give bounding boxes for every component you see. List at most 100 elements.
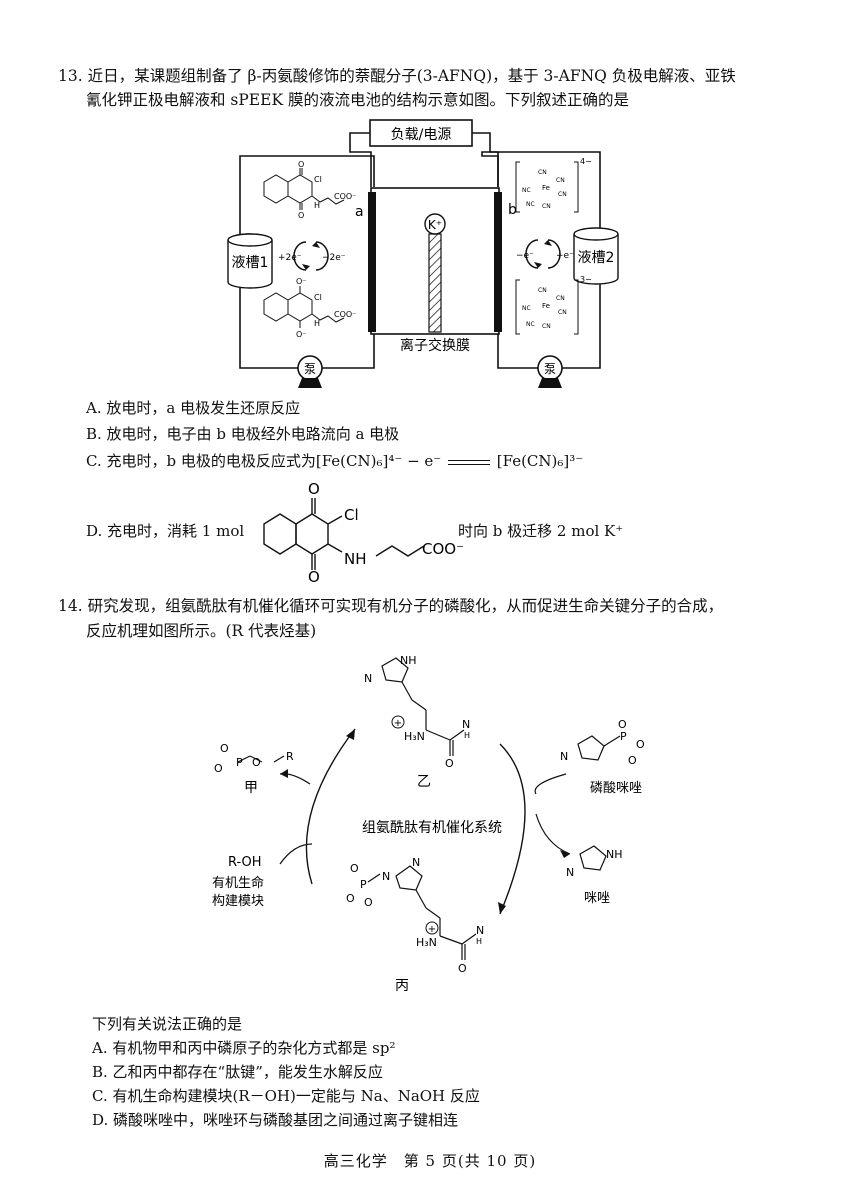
q13-option-c-prefix: C. 充电时，b 电极的电极反应式为	[86, 452, 316, 470]
q13-stem-line1: 13. 近日，某课题组制备了 β-丙氨酸修饰的萘醌分子(3-AFNQ)，基于 3…	[58, 67, 736, 85]
svg-text:N: N	[566, 866, 574, 879]
jia-structure	[237, 755, 285, 763]
svg-text:NH: NH	[344, 550, 367, 568]
svg-text:CN: CN	[542, 323, 551, 330]
svg-text:N: N	[364, 672, 372, 685]
charge-3minus: 3−	[580, 275, 592, 284]
svg-text:O⁻: O⁻	[296, 277, 307, 286]
equals-sign	[447, 459, 490, 465]
svg-text:O: O	[445, 757, 454, 770]
flow-battery-diagram: K⁺ a b 负载/电源 液槽1 液槽2 泵 泵 离子交换膜 +2e⁻ −2e⁻…	[227, 119, 619, 388]
right-plus-label: +e⁻	[556, 251, 574, 261]
imidazole-label: 咪唑	[584, 890, 610, 906]
svg-text:H: H	[476, 937, 482, 946]
svg-text:CN: CN	[556, 295, 565, 302]
load-label: 负载/电源	[391, 127, 452, 143]
svg-text:NH: NH	[606, 848, 623, 861]
phosphoryl-imidazole-structure	[577, 735, 621, 761]
svg-text:O: O	[308, 568, 320, 584]
svg-text:P: P	[360, 878, 367, 891]
q13-option-c-eq1: [Fe(CN)₆]⁴⁻	[315, 452, 403, 470]
svg-text:H: H	[314, 319, 320, 328]
svg-text:Cl: Cl	[314, 175, 322, 184]
svg-text:O: O	[214, 762, 223, 775]
q13-option-d-structure: O O Cl NH COO⁻	[263, 480, 464, 584]
svg-text:O: O	[252, 756, 261, 769]
reduced-afnq-structure	[263, 286, 345, 328]
k-ion-label: K⁺	[428, 218, 442, 232]
svg-text:O: O	[298, 160, 304, 169]
membrane-label: 离子交换膜	[400, 337, 470, 354]
building-block-line1: 有机生命	[212, 875, 264, 891]
right-minus-label: −e⁻	[516, 251, 534, 261]
svg-text:COO⁻: COO⁻	[334, 310, 356, 319]
svg-text:CN: CN	[538, 169, 547, 176]
svg-text:N: N	[560, 750, 568, 763]
svg-text:NC: NC	[526, 321, 535, 328]
svg-text:CN: CN	[558, 309, 567, 316]
q13-option-d-prefix: D. 充电时，消耗 1 mol	[86, 522, 245, 540]
svg-text:Cl: Cl	[314, 293, 322, 302]
svg-text:H: H	[314, 201, 320, 210]
q13-option-b[interactable]: B. 放电时，电子由 b 电极经外电路流向 a 电极	[86, 425, 400, 443]
svg-text:N: N	[382, 870, 390, 883]
q14-option-c[interactable]: C. 有机生命构建模块(R－OH)一定能与 Na、NaOH 反应	[92, 1087, 480, 1105]
svg-text:CN: CN	[538, 287, 547, 294]
svg-text:Fe: Fe	[542, 302, 550, 310]
svg-text:O: O	[346, 892, 355, 905]
arrow-head-left	[346, 729, 355, 740]
jia-label: 甲	[244, 780, 258, 796]
svg-text:O: O	[628, 754, 637, 767]
svg-text:N: N	[476, 924, 484, 937]
building-block-line2: 构建模块	[212, 894, 264, 909]
pump-left: 泵	[297, 355, 323, 388]
left-redox-arrows	[293, 241, 329, 271]
svg-text:N: N	[462, 718, 470, 731]
svg-text:Cl: Cl	[344, 506, 359, 524]
ferricyanide-structure	[515, 279, 579, 335]
q13-option-a[interactable]: A. 放电时，a 电极发生还原反应	[86, 399, 301, 417]
svg-text:H: H	[464, 731, 470, 740]
pump-right: 泵	[537, 355, 563, 388]
bing-label: 丙	[395, 978, 409, 994]
svg-text:泵: 泵	[544, 362, 556, 376]
svg-text:P: P	[620, 730, 627, 743]
svg-text:COO⁻: COO⁻	[334, 192, 356, 201]
yi-label: 乙	[417, 774, 431, 790]
svg-text:NC: NC	[526, 201, 535, 208]
svg-text:CN: CN	[542, 203, 551, 210]
q13-option-c-eq2: [Fe(CN)₆]³⁻	[496, 452, 584, 470]
phosphoryl-imidazole-label: 磷酸咪唑	[590, 780, 642, 796]
q14-option-b[interactable]: B. 乙和丙中都存在“肽键”，能发生水解反应	[92, 1063, 383, 1081]
yi-structure	[381, 657, 465, 756]
q14-sub-stem: 下列有关说法正确的是	[92, 1015, 243, 1033]
q13-option-d-suffix: 时向 b 极迁移 2 mol K⁺	[458, 522, 624, 540]
svg-text:O: O	[298, 211, 304, 220]
ion-exchange-membrane	[428, 233, 442, 333]
roh-label: R-OH	[228, 855, 262, 870]
svg-text:O: O	[458, 962, 467, 975]
svg-text:+: +	[428, 924, 436, 935]
svg-text:R: R	[286, 750, 294, 763]
q13-option-c[interactable]: C. 充电时，b 电极的电极反应式为[Fe(CN)₆]⁴⁻ − e⁻ [Fe(C…	[86, 450, 583, 472]
left-plus-label: +2e⁻	[278, 253, 302, 263]
svg-text:O: O	[308, 480, 320, 498]
svg-text:O: O	[364, 896, 373, 909]
page-footer: 高三化学 第 5 页(共 10 页)	[323, 1152, 537, 1170]
q13-stem-line2: 氰化钾正极电解液和 sPEEK 膜的液流电池的结构示意如图。下列叙述正确的是	[86, 91, 629, 109]
svg-text:CN: CN	[556, 177, 565, 184]
svg-text:CN: CN	[558, 191, 567, 198]
tank1-label: 液槽1	[232, 255, 269, 271]
svg-text:P: P	[236, 756, 243, 769]
electrode-a-label: a	[355, 204, 364, 220]
svg-text:NC: NC	[522, 187, 531, 194]
charge-4minus: 4−	[580, 157, 592, 166]
ferrocyanide-structure	[515, 161, 579, 213]
q13-option-d[interactable]: D. 充电时，消耗 1 mol	[86, 520, 244, 542]
svg-text:O: O	[636, 738, 645, 751]
q14-option-d[interactable]: D. 磷酸咪唑中，咪唑环与磷酸基团之间通过离子键相连	[92, 1111, 459, 1129]
q14-stem-line2: 反应机理如图所示。(R 代表烃基)	[86, 622, 317, 640]
q14-option-a[interactable]: A. 有机物甲和丙中磷原子的杂化方式都是 sp²	[92, 1039, 396, 1057]
left-minus-label: −2e⁻	[322, 253, 346, 263]
svg-text:N: N	[412, 856, 420, 869]
